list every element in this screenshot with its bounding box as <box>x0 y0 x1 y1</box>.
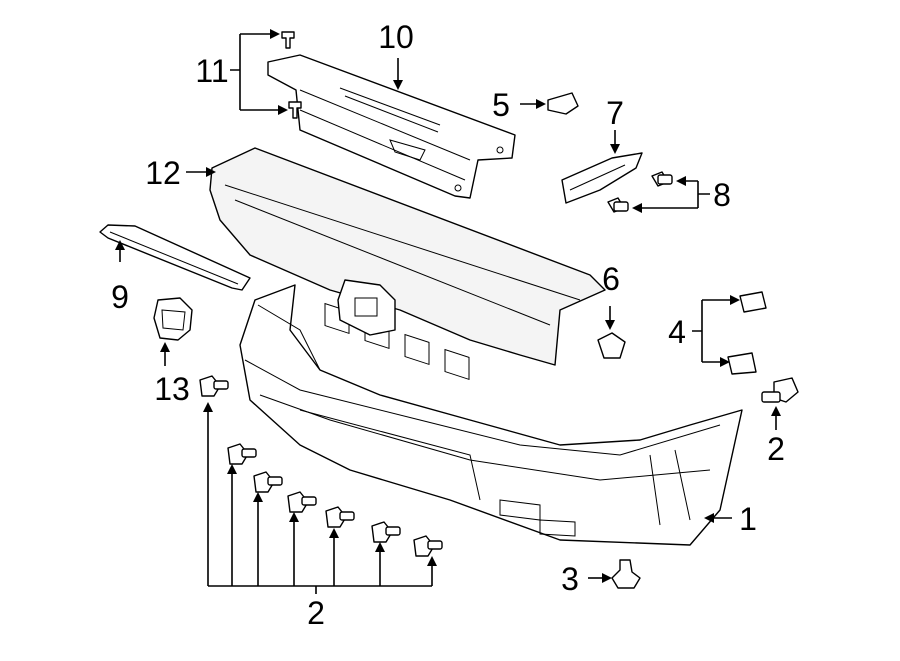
callout-4: 4 <box>668 314 686 350</box>
part-6-clip <box>597 332 626 359</box>
callout-11: 11 <box>195 53 228 89</box>
callout-10: 10 <box>378 19 414 55</box>
part-4-reflectors <box>727 291 767 375</box>
callout-5: 5 <box>492 87 510 123</box>
callout-9: 9 <box>111 279 129 315</box>
callout-8: 8 <box>713 177 731 213</box>
part-5-clip <box>547 92 579 115</box>
callout-13: 13 <box>154 371 190 407</box>
part-3-fastener <box>611 559 641 589</box>
leader-lines <box>115 29 781 594</box>
part-10-reinforcement-plate <box>267 54 516 199</box>
callout-1: 1 <box>739 501 757 537</box>
part-9-step-pad <box>99 224 251 291</box>
callout-12: 12 <box>145 155 181 191</box>
part-12-impact-bar <box>209 147 606 381</box>
part-7-side-bracket <box>561 152 643 204</box>
part-2-bolts <box>199 375 799 557</box>
part-8-bolts <box>607 171 673 213</box>
callout-6: 6 <box>602 261 620 297</box>
part-1-bumper-cover <box>239 284 743 546</box>
part-13-bracket <box>153 297 193 341</box>
part-11-bolts <box>281 31 302 119</box>
callout-3: 3 <box>561 561 579 597</box>
callout-2-bottom: 2 <box>307 595 325 631</box>
callout-7: 7 <box>606 95 624 131</box>
callout-2-right: 2 <box>767 431 785 467</box>
callout-labels: 1 2 2 3 4 5 6 7 8 9 10 11 12 13 <box>111 19 785 631</box>
